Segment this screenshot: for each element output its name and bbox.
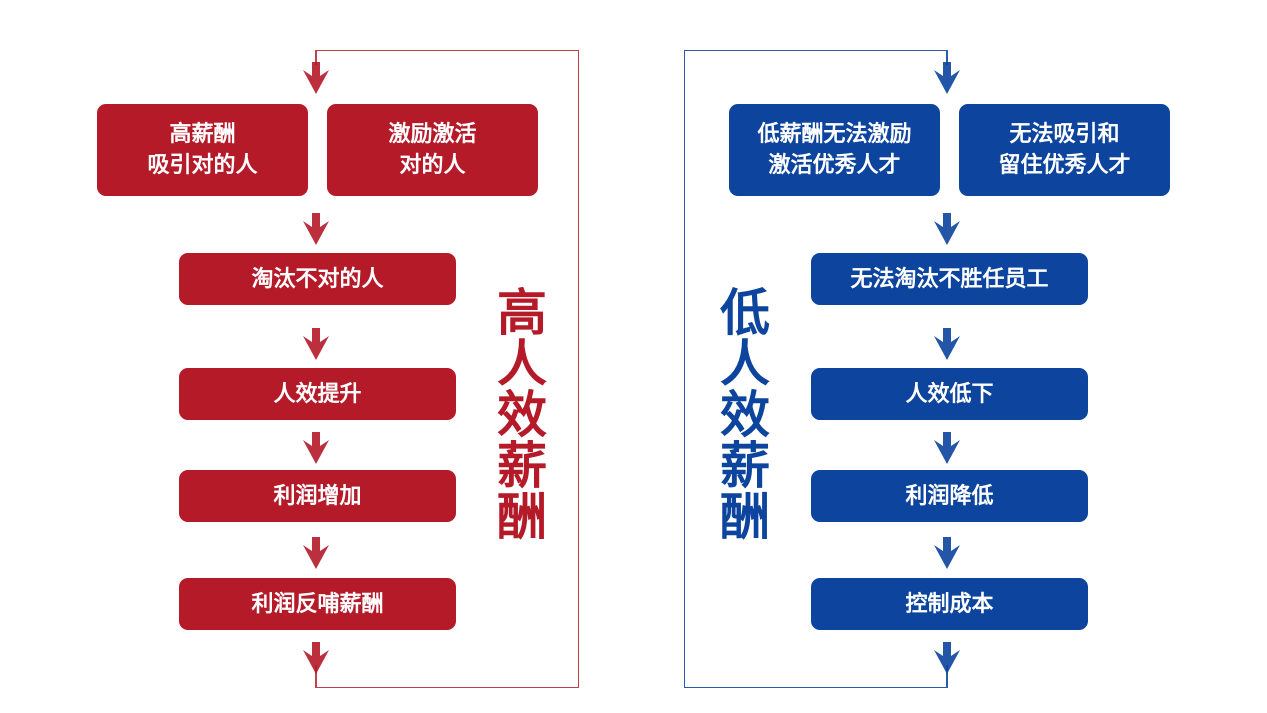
right-step-2: 人效低下: [811, 368, 1088, 420]
red-feedback-loop: [315, 50, 579, 688]
right-step-3: 利润降低: [811, 470, 1088, 522]
red-down-arrow-icon: [303, 62, 329, 94]
red-down-arrow-icon: [303, 328, 329, 360]
right-title: 低人效薪酬: [720, 284, 770, 546]
red-down-arrow-icon: [303, 213, 329, 245]
right-top-box-2: 无法吸引和 留住优秀人才: [959, 104, 1170, 196]
right-step-1: 无法淘汰不胜任员工: [811, 253, 1088, 305]
left-top-box-1: 高薪酬 吸引对的人: [97, 104, 308, 196]
blue-down-arrow-icon: [934, 62, 960, 94]
blue-down-arrow-icon: [934, 642, 960, 674]
left-title: 高人效薪酬: [497, 284, 547, 546]
right-step-4: 控制成本: [811, 578, 1088, 630]
left-step-2: 人效提升: [179, 368, 456, 420]
red-loop-left-top: [315, 50, 317, 65]
blue-loop-right-top: [946, 50, 948, 65]
blue-down-arrow-icon: [934, 432, 960, 464]
red-down-arrow-icon: [303, 537, 329, 569]
left-step-3: 利润增加: [179, 470, 456, 522]
left-top-box-2: 激励激活 对的人: [327, 104, 538, 196]
red-loop-left-bottom: [315, 665, 317, 687]
red-down-arrow-icon: [303, 642, 329, 674]
left-step-4: 利润反哺薪酬: [179, 578, 456, 630]
blue-down-arrow-icon: [934, 328, 960, 360]
right-top-box-1: 低薪酬无法激励 激活优秀人才: [729, 104, 940, 196]
red-down-arrow-icon: [303, 432, 329, 464]
blue-loop-right-bottom: [946, 665, 948, 687]
blue-feedback-loop: [684, 50, 948, 688]
blue-down-arrow-icon: [934, 537, 960, 569]
left-step-1: 淘汰不对的人: [179, 253, 456, 305]
blue-down-arrow-icon: [934, 213, 960, 245]
